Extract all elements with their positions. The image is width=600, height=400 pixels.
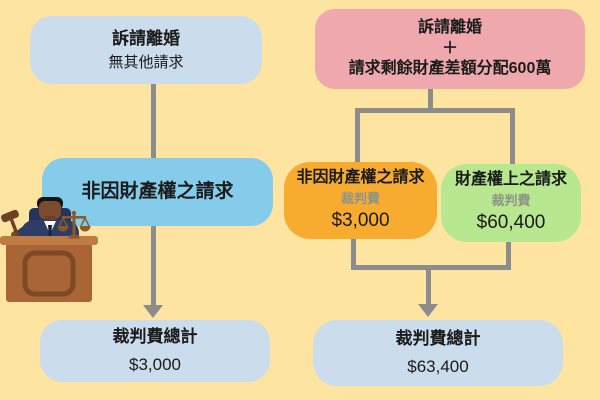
judge-desk-top (0, 236, 98, 245)
scales-of-justice-icon (57, 210, 91, 239)
property-amount: $60,400 (476, 212, 546, 233)
connector-left-claim-to-total (151, 226, 156, 306)
left-total-title: 裁判費總計 (112, 326, 198, 346)
judge-face (39, 201, 61, 219)
left-claim-title: 非因財產權之請求 (81, 180, 234, 202)
connector-right-to-green (510, 108, 515, 168)
property-title: 財產權上之請求 (454, 171, 567, 189)
left-start-line2: 無其他請求 (108, 53, 184, 71)
connector-right-start-stem (428, 89, 433, 112)
connector-orange-down (351, 238, 356, 270)
judge-illustration (0, 197, 98, 302)
right-total-amount: $63,400 (407, 357, 469, 376)
right-start-box: 訴請離婚 ＋ 請求剩餘財產差額分配600萬 (315, 9, 585, 89)
connector-right-top-bar (355, 108, 515, 113)
judge-desk-panel (22, 250, 76, 297)
judge-neck (45, 216, 55, 222)
nonproperty-amount: $3,000 (331, 209, 390, 231)
right-total-box: 裁判費總計 $63,400 (313, 320, 563, 386)
gavel-handle (10, 219, 19, 236)
plus-sign: ＋ (441, 39, 458, 57)
right-total-title: 裁判費總計 (395, 328, 481, 348)
left-total-amount: $3,000 (129, 355, 181, 374)
connector-right-to-orange (355, 108, 360, 166)
left-start-box: 訴請離婚 無其他請求 (30, 16, 262, 84)
right-start-line3: 請求剩餘財產差額分配600萬 (348, 60, 552, 78)
connector-green-down (506, 241, 511, 270)
connector-left-start-to-claim (151, 84, 156, 160)
left-start-line1: 訴請離婚 (112, 28, 180, 48)
gavel-icon (1, 209, 19, 223)
arrowhead-left-icon (143, 305, 163, 318)
arrowhead-right-icon (418, 304, 438, 317)
property-claim-box: 財產權上之請求 裁判費 $60,400 (441, 164, 581, 242)
nonproperty-title: 非因財產權之請求 (296, 168, 425, 186)
judge-tie (48, 225, 52, 238)
property-fee-label: 裁判費 (491, 193, 531, 209)
connector-right-bottom-bar (351, 265, 511, 270)
connector-right-total-stem (426, 265, 431, 305)
nonproperty-fee-label: 裁判費 (340, 190, 380, 206)
left-claim-box: 非因財產權之請求 (42, 158, 273, 226)
left-total-box: 裁判費總計 $3,000 (40, 320, 270, 382)
right-start-line1: 訴請離婚 (417, 18, 482, 36)
nonproperty-claim-box: 非因財產權之請求 裁判費 $3,000 (284, 162, 437, 239)
